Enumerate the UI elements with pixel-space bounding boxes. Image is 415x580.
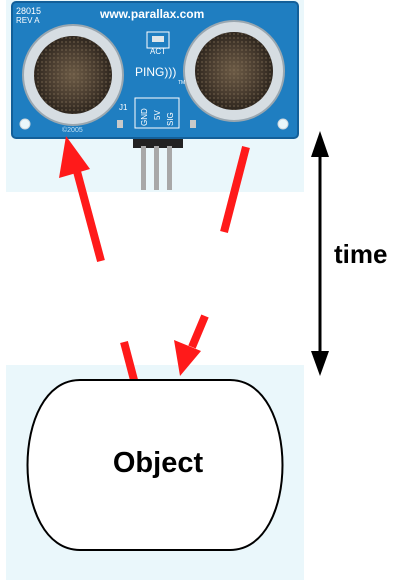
time-arrow-down-icon [311, 351, 329, 376]
reflect-arrow-line [120, 340, 138, 382]
mounting-hole-icon [277, 118, 289, 130]
left-transducer-icon [22, 24, 124, 126]
time-axis [311, 131, 329, 376]
incoming-arrowhead-icon [174, 340, 201, 376]
pin-label-sig: SIG [166, 112, 175, 126]
pin-label-5v: 5V [153, 110, 162, 120]
copyright-text: ©2005 [62, 126, 83, 134]
incoming-arrow-line [188, 314, 209, 349]
time-label: time [334, 239, 387, 269]
right-transducer-icon [183, 20, 285, 122]
ping-sensor-board: 28015 REV A www.parallax.com ACT PING)))… [11, 1, 299, 139]
pin-label-gnd: GND [140, 108, 149, 126]
object-shape [26, 379, 284, 551]
return-arrow-line [71, 162, 105, 263]
mounting-hole-icon [19, 118, 31, 130]
object-label: Object [113, 447, 204, 479]
header-label: J1 [119, 103, 128, 112]
echo-arrows [59, 136, 250, 382]
revision-text: REV A [16, 16, 40, 25]
ping-logo: PING))) [135, 65, 176, 79]
act-label: ACT [150, 47, 166, 56]
act-led-icon [146, 31, 170, 49]
outgoing-arrow-line [220, 145, 250, 234]
ping-logo-tm: TM [178, 80, 185, 86]
website-text: www.parallax.com [99, 7, 204, 21]
time-arrow-up-icon [311, 131, 329, 157]
part-number-text: 28015 [16, 6, 41, 16]
return-arrowhead-icon [59, 136, 90, 178]
